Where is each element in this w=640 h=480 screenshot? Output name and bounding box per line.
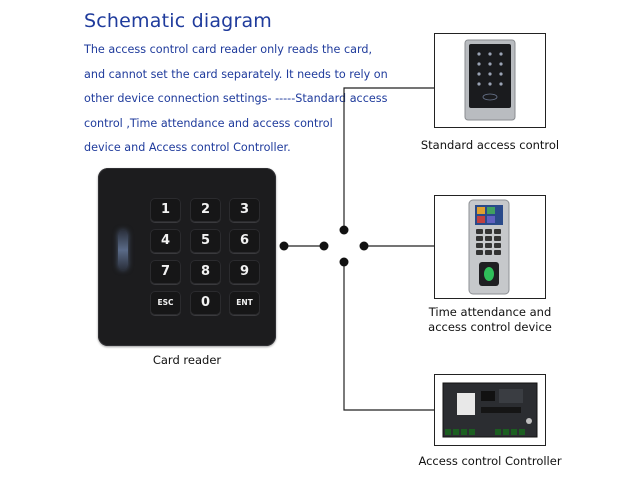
diagram-title: Schematic diagram (84, 10, 273, 32)
card-reader-image: 1 2 3 4 5 6 7 8 9 ESC 0 ENT (98, 168, 276, 346)
reader-key: 3 (229, 198, 260, 222)
reader-key: 4 (150, 229, 181, 253)
time-attendance-label-line: Time attendance and (428, 305, 552, 319)
reader-led-icon (118, 230, 128, 270)
connector-dot (339, 257, 349, 267)
card-reader-label: Card reader (152, 353, 222, 367)
time-attendance-label: Time attendance and access control devic… (400, 305, 580, 335)
wire-to-controller (343, 262, 434, 411)
wire-to-standard (343, 87, 434, 230)
time-attendance-label-line: access control device (428, 320, 552, 334)
connector-dot (359, 241, 369, 251)
fingerprint-terminal-image (468, 199, 510, 295)
access-controller-box (434, 374, 546, 446)
description-line: The access control card reader only read… (84, 43, 373, 56)
reader-key: 0 (190, 291, 221, 315)
connector-dot (339, 225, 349, 235)
reader-key: 7 (150, 260, 181, 284)
controller-board-image (442, 382, 538, 438)
description: The access control card reader only read… (84, 38, 414, 161)
reader-key: 6 (229, 229, 260, 253)
access-controller-label: Access control Controller (418, 454, 562, 468)
connector-dot (279, 241, 289, 251)
reader-key: 5 (190, 229, 221, 253)
reader-key-ent: ENT (229, 291, 260, 315)
description-line: and cannot set the card separately. It n… (84, 67, 388, 81)
standard-access-control-label: Standard access control (420, 138, 560, 152)
reader-key-esc: ESC (150, 291, 181, 315)
reader-key: 1 (150, 198, 181, 222)
description-line: other device connection settings- -----S… (84, 92, 388, 105)
standard-access-control-box (434, 33, 546, 128)
description-line: control ,Time attendance and access cont… (84, 116, 333, 130)
keypad-device-image (464, 39, 516, 121)
description-line: device and Access control Controller. (84, 141, 291, 154)
connector-dot (319, 241, 329, 251)
reader-key: 9 (229, 260, 260, 284)
reader-key: 2 (190, 198, 221, 222)
reader-key: 8 (190, 260, 221, 284)
time-attendance-box (434, 195, 546, 299)
